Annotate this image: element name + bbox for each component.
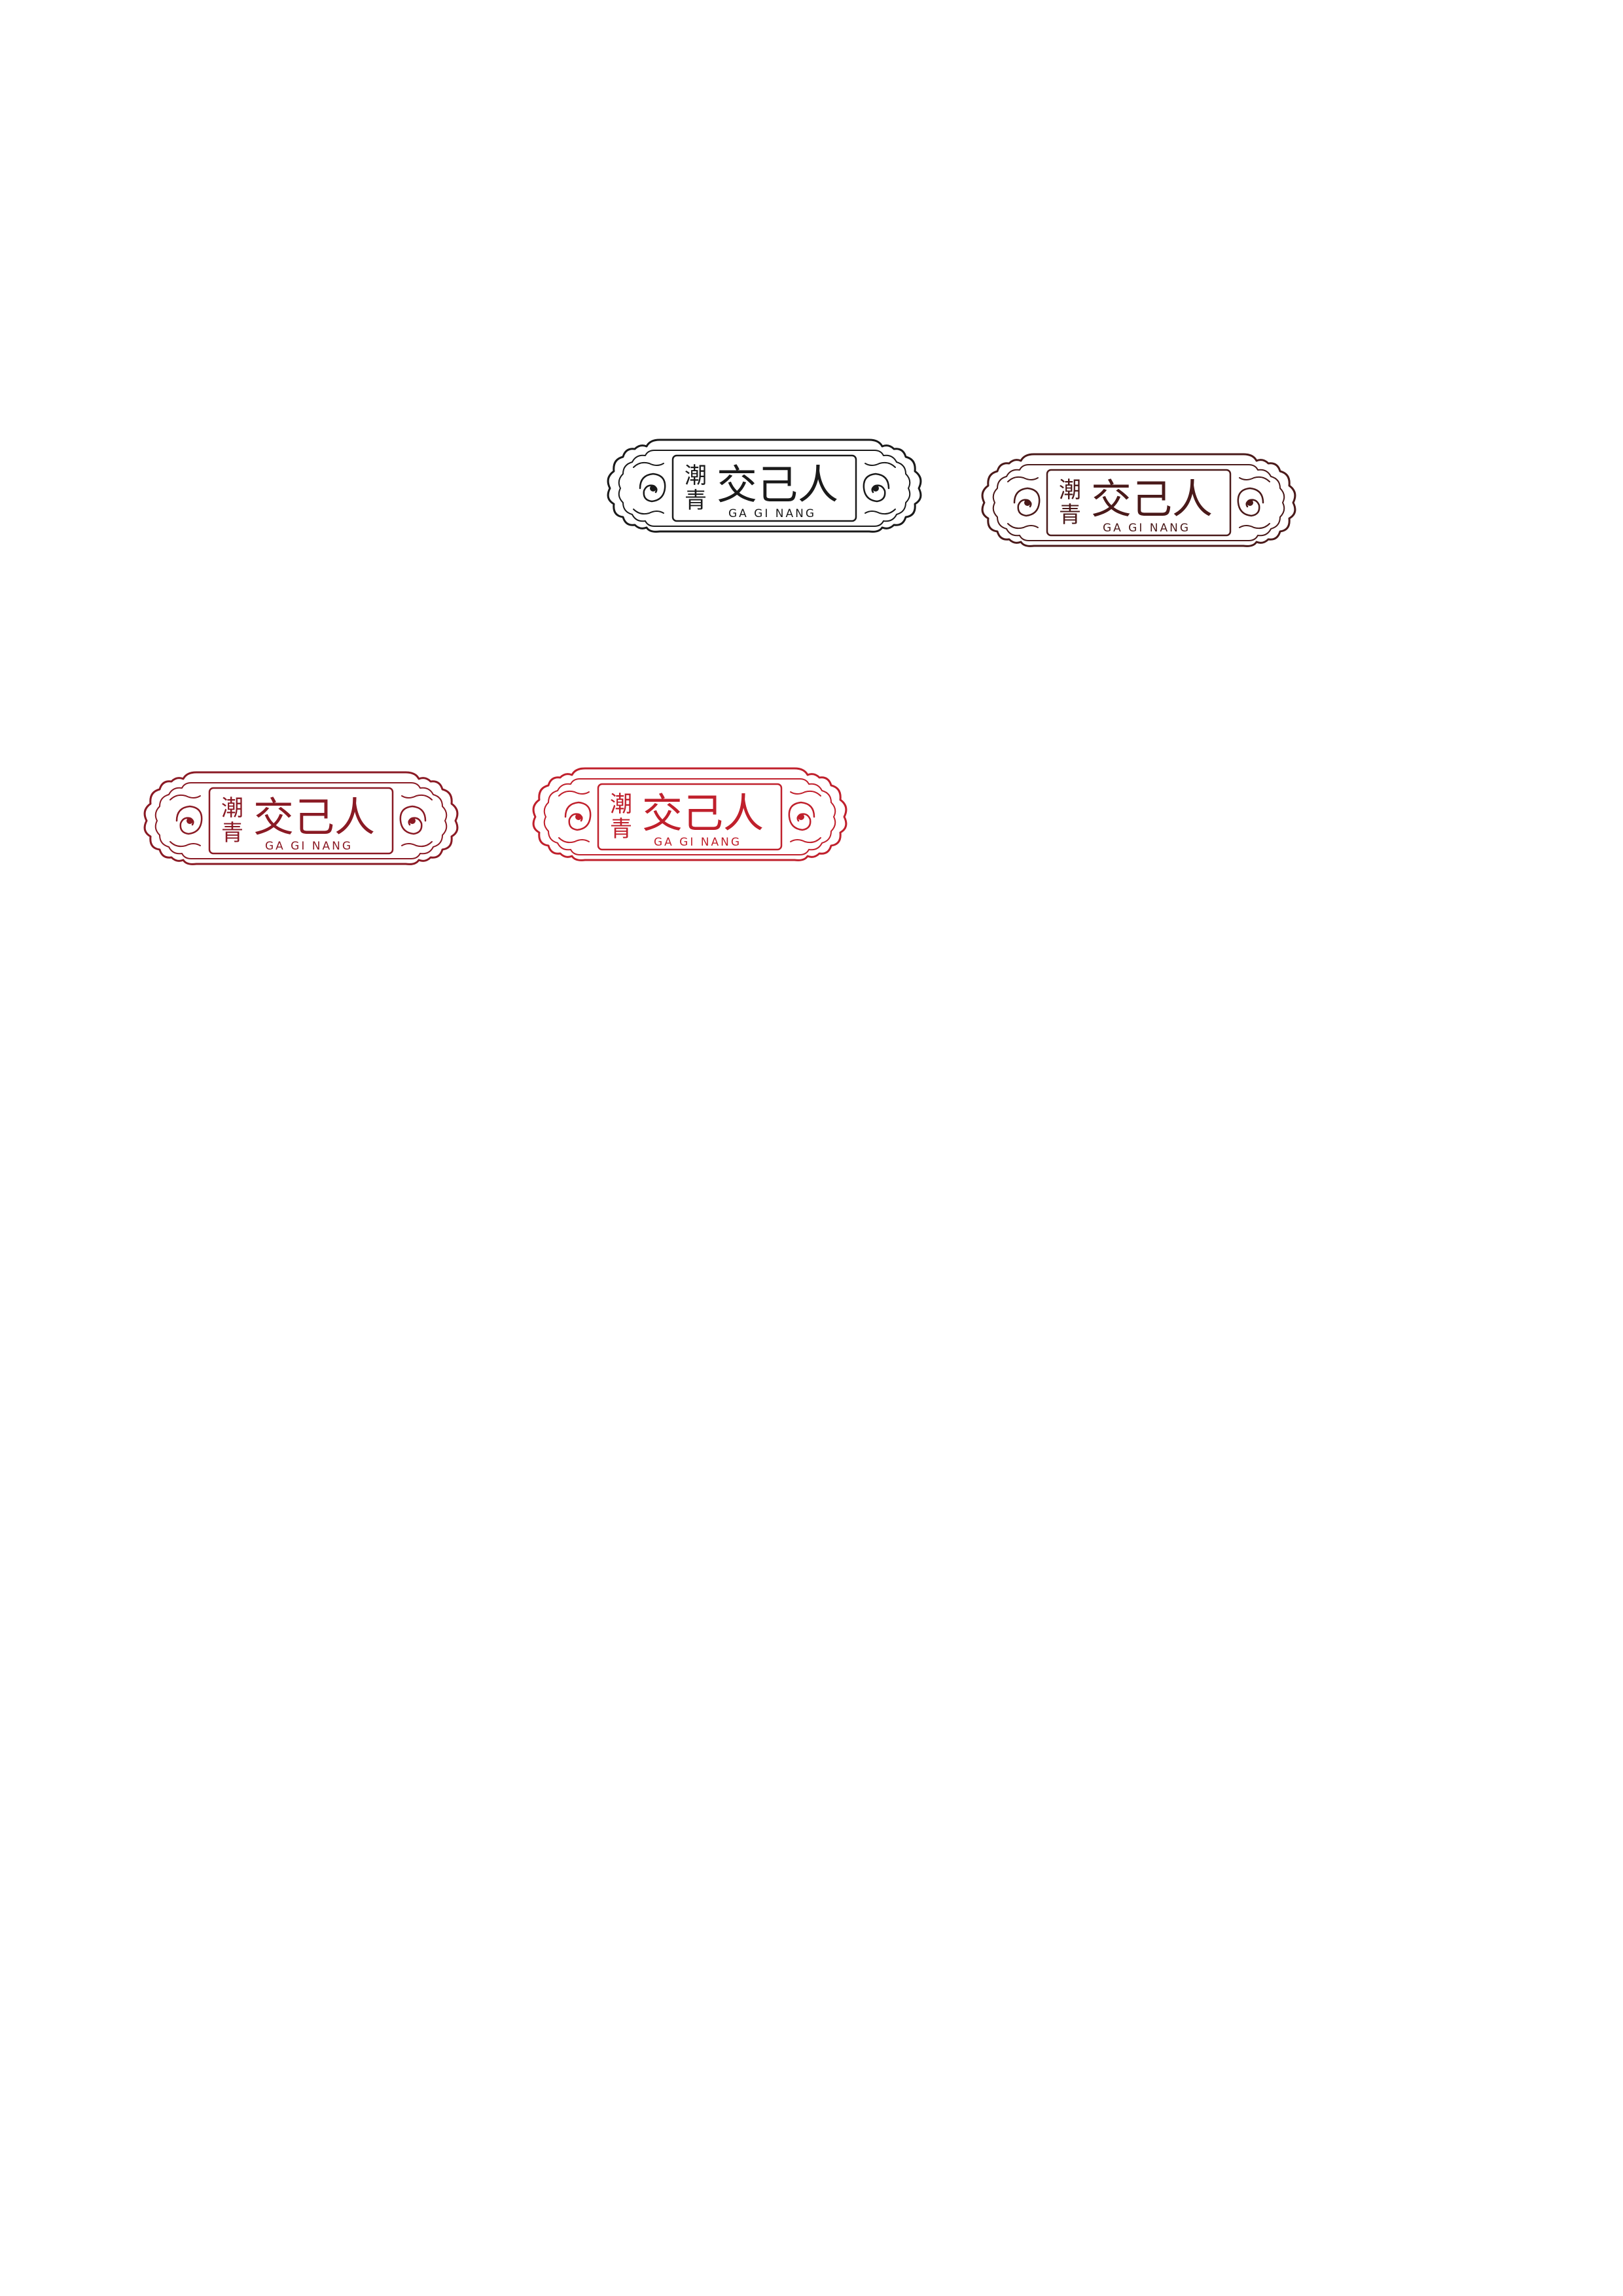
- plaque-inner-outline: [992, 464, 1285, 541]
- logo-emblem: 潮青交己人GA GI NANG: [981, 453, 1296, 547]
- logo-emblem: 潮青交己人GA GI NANG: [532, 767, 847, 861]
- right-scroll-dot: [798, 814, 804, 820]
- logo-text-cn-main: 交己人: [253, 793, 375, 841]
- text-panel: [597, 783, 783, 851]
- right-scroll-curl-top: [401, 794, 433, 800]
- right-scroll-curl-top: [1239, 476, 1270, 482]
- text-panel: [1046, 469, 1232, 537]
- left-scroll-curl-top: [558, 790, 590, 797]
- plaque-outer-outline: [532, 767, 847, 861]
- right-scroll-curl-top: [790, 790, 821, 797]
- right-scroll-curl-bottom: [1239, 523, 1270, 529]
- logo-text-cn-main: 交己人: [642, 789, 764, 837]
- plaque-inner-outline: [154, 782, 448, 859]
- left-scroll-dot: [187, 817, 193, 824]
- left-scroll-curl-top: [1007, 476, 1039, 482]
- plaque-outer-outline: [143, 771, 459, 865]
- right-scroll-curl-top: [865, 461, 896, 468]
- logo-emblem: 潮青交己人GA GI NANG: [607, 439, 922, 533]
- right-scroll-dot: [872, 485, 879, 492]
- left-scroll-curl-top: [169, 794, 201, 800]
- logo-text-cn-main: 交己人: [1091, 475, 1213, 523]
- right-scroll-curl-bottom: [790, 837, 821, 844]
- logo-text-en: GA GI NANG: [728, 507, 816, 520]
- plaque-outer-outline: [981, 453, 1296, 547]
- right-scroll-curl-bottom: [865, 509, 896, 515]
- logo-text-cn-small-1: 潮: [221, 795, 243, 821]
- right-scroll-curl-bottom: [401, 841, 433, 848]
- text-panel: [671, 454, 857, 522]
- plaque-inner-outline: [543, 778, 836, 855]
- left-scroll-curl-bottom: [169, 841, 201, 848]
- logo-text-en: GA GI NANG: [1103, 522, 1190, 535]
- logo-text-cn-small-2: 青: [221, 820, 243, 846]
- logo-text-cn-small-2: 青: [610, 816, 632, 842]
- left-scroll-curl-bottom: [1007, 523, 1039, 529]
- left-scroll-curl-top: [633, 461, 664, 468]
- left-scroll-dot: [575, 814, 582, 820]
- logo-text-cn-small-2: 青: [1059, 502, 1081, 528]
- logo-text-en: GA GI NANG: [265, 840, 353, 853]
- plaque-outer-outline: [607, 439, 922, 533]
- right-scroll-dot: [1247, 499, 1253, 506]
- plaque-inner-outline: [618, 450, 911, 527]
- left-scroll-dot: [1024, 499, 1031, 506]
- logo-text-cn-small-1: 潮: [1059, 477, 1081, 503]
- logo-text-en: GA GI NANG: [654, 836, 741, 849]
- text-panel: [208, 787, 394, 855]
- logo-text-cn-small-1: 潮: [610, 791, 632, 817]
- right-scroll-dot: [409, 817, 416, 824]
- logo-emblem: 潮青交己人GA GI NANG: [143, 771, 459, 865]
- left-scroll-curl-bottom: [633, 509, 664, 515]
- left-scroll-curl-bottom: [558, 837, 590, 844]
- logo-text-cn-main: 交己人: [717, 461, 838, 509]
- logo-text-cn-small-1: 潮: [685, 463, 707, 489]
- logo-text-cn-small-2: 青: [685, 488, 707, 514]
- left-scroll-dot: [650, 485, 656, 492]
